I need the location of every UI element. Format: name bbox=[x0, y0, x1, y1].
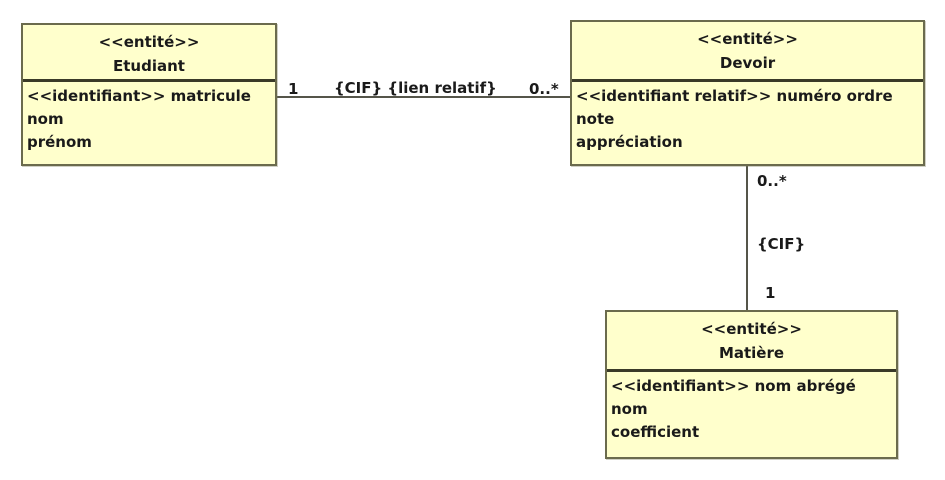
entity-attributes-devoir: <<identifiant relatif>> numéro ordre not… bbox=[572, 82, 923, 165]
entity-attribute: note bbox=[576, 110, 615, 128]
entity-header-devoir: <<entité>> Devoir bbox=[572, 22, 923, 82]
constraint-label-etudiant-devoir: {CIF} {lien relatif} bbox=[334, 79, 497, 97]
entity-attribute: coefficient bbox=[611, 423, 700, 441]
entity-header-etudiant: <<entité>> Etudiant bbox=[23, 25, 275, 82]
entity-attribute: nom bbox=[611, 400, 648, 418]
cardinality-label-devoir-side: 0..* bbox=[529, 80, 559, 98]
entity-attribute: <<identifiant>> nom abrégé bbox=[611, 377, 856, 395]
entity-attributes-etudiant: <<identifiant>> matricule nom prénom bbox=[23, 82, 275, 165]
entity-box-devoir[interactable]: <<entité>> Devoir <<identifiant relatif>… bbox=[570, 20, 925, 166]
entity-name-etudiant: Etudiant bbox=[113, 57, 185, 75]
entity-attributes-matiere: <<identifiant>> nom abrégé nom coefficie… bbox=[607, 372, 896, 458]
entity-attribute: nom bbox=[27, 110, 64, 128]
entity-stereotype-etudiant: <<entité>> bbox=[98, 33, 200, 51]
entity-stereotype-matiere: <<entité>> bbox=[701, 320, 802, 338]
constraint-label-devoir-matiere: {CIF} bbox=[757, 235, 806, 253]
association-line-etudiant-devoir bbox=[277, 96, 570, 98]
entity-name-matiere: Matière bbox=[718, 344, 785, 362]
cardinality-label-devoir-matiere-top: 0..* bbox=[757, 172, 787, 190]
entity-header-matiere: <<entité>> Matière bbox=[607, 312, 896, 372]
entity-box-matiere[interactable]: <<entité>> Matière <<identifiant>> nom a… bbox=[605, 310, 898, 459]
association-line-devoir-matiere bbox=[746, 166, 748, 311]
entity-attribute: appréciation bbox=[576, 133, 683, 151]
entity-attribute: <<identifiant>> matricule bbox=[27, 87, 251, 105]
entity-stereotype-devoir: <<entité>> bbox=[697, 30, 798, 48]
entity-box-etudiant[interactable]: <<entité>> Etudiant <<identifiant>> matr… bbox=[21, 23, 277, 166]
entity-attribute: <<identifiant relatif>> numéro ordre bbox=[576, 87, 893, 105]
cardinality-label-etudiant-side: 1 bbox=[288, 80, 299, 98]
entity-attribute: prénom bbox=[27, 133, 92, 151]
entity-name-devoir: Devoir bbox=[719, 54, 776, 72]
cardinality-label-matiere-side: 1 bbox=[765, 284, 776, 302]
